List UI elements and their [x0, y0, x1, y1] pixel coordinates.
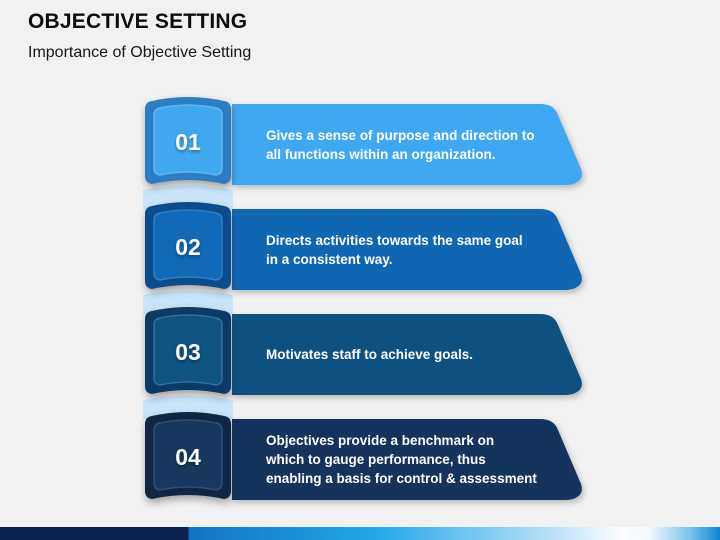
slide-footer-bar — [0, 527, 720, 540]
number-badge — [145, 97, 231, 184]
number-badge — [145, 307, 231, 394]
item-number: 04 — [175, 444, 201, 470]
ribbon-banner — [232, 314, 582, 395]
ribbon-banner — [232, 209, 582, 290]
item-number: 03 — [175, 339, 201, 365]
item-description: Gives a sense of purpose and direction t… — [266, 127, 535, 162]
item-description: Directs activities towards the same goal… — [266, 232, 523, 267]
item-number: 01 — [175, 129, 201, 155]
item-description: Motivates staff to achieve goals. — [266, 347, 474, 362]
item-number: 02 — [175, 234, 201, 260]
number-badge — [145, 202, 231, 289]
ribbon-banner — [232, 419, 582, 500]
item-description: Objectives provide a benchmark on which … — [266, 433, 537, 486]
number-badge — [145, 412, 231, 499]
page-subtitle: Importance of Objective Setting — [28, 44, 252, 61]
ribbon-banner — [232, 104, 582, 185]
page-title: OBJECTIVE SETTING — [28, 10, 248, 33]
